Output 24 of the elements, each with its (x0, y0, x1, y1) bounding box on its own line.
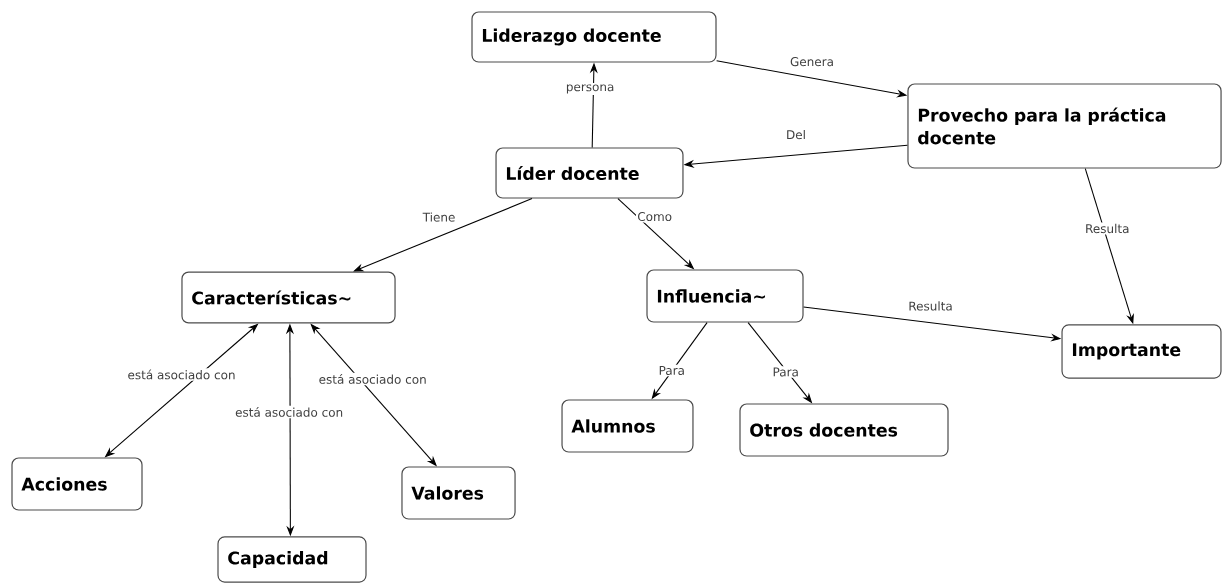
edge-label: Como (635, 210, 674, 223)
edge-label: está asociado con (233, 405, 345, 419)
arrow (353, 198, 533, 272)
edge-label: Para (657, 364, 687, 377)
edge-label: está asociado con (317, 372, 429, 386)
edge-label: Tiene (421, 211, 457, 223)
edge-label: está asociado con (126, 368, 237, 381)
edge-label: Para (771, 366, 801, 378)
edge-label: Del (784, 128, 808, 141)
concept-box: Acciones (11, 457, 143, 511)
concept-box: Alumnos (561, 399, 694, 453)
concept-box: Valores (401, 466, 516, 520)
concept-box: Capacidad (217, 536, 367, 583)
edge-label: Resulta (906, 299, 955, 312)
concept-box: Importante (1061, 324, 1222, 379)
edge-label: Genera (788, 55, 836, 68)
concept-box: Influencia~ (646, 269, 804, 323)
concept-box: Características~ (181, 271, 396, 324)
concept-box: Líder docente (495, 147, 684, 199)
edge-label: Resulta (1083, 222, 1131, 235)
edge-label: persona (564, 83, 616, 95)
concept-box: Provecho para la práctica docente (907, 83, 1222, 169)
concept-box: Liderazgo docente (471, 11, 717, 63)
concept-box: Otros docentes (739, 403, 949, 457)
